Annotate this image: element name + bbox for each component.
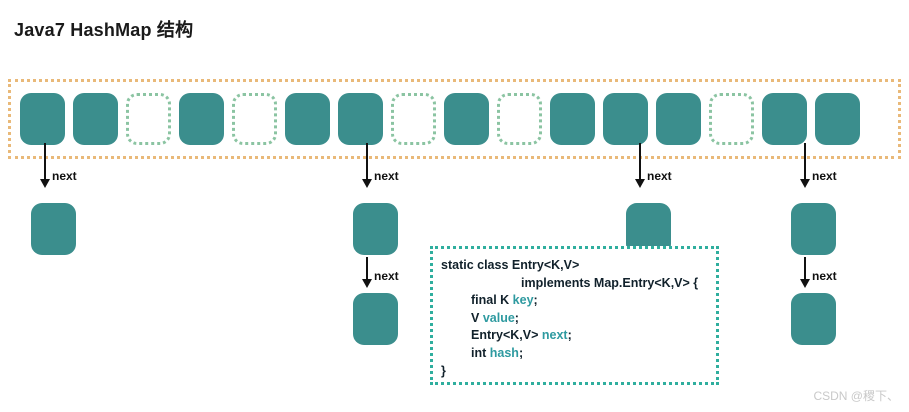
chain-3-next-link-1: next — [791, 255, 837, 293]
chain-3-entry-node-1 — [791, 293, 836, 345]
bucket-cell-2 — [126, 93, 171, 145]
chain-3: next next — [791, 143, 837, 345]
code-line-3: V value; — [441, 310, 710, 328]
arrow-down-icon — [40, 179, 50, 188]
bucket-cell-6 — [338, 93, 383, 145]
code-line-0: static class Entry<K,V> — [441, 257, 710, 275]
bucket-cell-11 — [603, 93, 648, 145]
code-identifier: value — [482, 310, 515, 325]
code-line-2: final K key; — [441, 292, 710, 310]
code-text: final K — [471, 293, 513, 308]
chain-0-next-link-0: next — [31, 143, 77, 203]
code-text: ; — [514, 310, 519, 325]
chain-1-next-link-1: next — [353, 255, 399, 293]
chain-1-next-link-0: next — [353, 143, 399, 203]
next-pointer-label: next — [52, 169, 77, 183]
next-pointer-label: next — [812, 169, 837, 183]
page-title: Java7 HashMap 结构 — [14, 20, 194, 40]
bucket-cell-0 — [20, 93, 65, 145]
chain-0-entry-node-0 — [31, 203, 76, 255]
bucket-cell-5 — [285, 93, 330, 145]
entry-class-code-box: static class Entry<K,V> implements Map.En… — [430, 246, 719, 385]
chain-3-entry-node-0 — [791, 203, 836, 255]
code-text: Entry<K,V> — [471, 328, 542, 343]
chain-3-next-link-0: next — [791, 143, 837, 203]
next-pointer-label: next — [647, 169, 672, 183]
arrow-down-icon — [800, 179, 810, 188]
code-text: ; — [518, 345, 524, 360]
next-pointer-label: next — [374, 269, 399, 283]
code-line-4: Entry<K,V> next; — [441, 327, 710, 345]
arrow-down-icon — [635, 179, 645, 188]
code-identifier: next — [541, 328, 568, 343]
arrow-down-icon — [362, 279, 372, 288]
hashmap-bucket-array — [8, 79, 901, 159]
chain-0: next — [31, 143, 77, 255]
chain-2: next — [626, 143, 672, 255]
bucket-cell-3 — [179, 93, 224, 145]
code-text: V — [471, 310, 483, 325]
chain-2-next-link-0: next — [626, 143, 672, 203]
bucket-cell-9 — [497, 93, 542, 145]
code-text: ; — [533, 293, 538, 308]
bucket-cell-13 — [709, 93, 754, 145]
code-line-5: int hash; — [441, 345, 710, 363]
code-line-6: } — [441, 363, 710, 381]
bucket-cell-14 — [762, 93, 807, 145]
chain-1-entry-node-0 — [353, 203, 398, 255]
code-line-1: implements Map.Entry<K,V> { — [441, 275, 710, 293]
bucket-cell-4 — [232, 93, 277, 145]
arrow-down-icon — [362, 179, 372, 188]
arrow-line-icon — [804, 143, 806, 181]
bucket-cell-8 — [444, 93, 489, 145]
arrow-line-icon — [639, 143, 641, 181]
bucket-cell-7 — [391, 93, 436, 145]
bucket-cell-12 — [656, 93, 701, 145]
code-identifier: key — [512, 293, 534, 308]
code-text: ; — [567, 328, 572, 343]
arrow-line-icon — [804, 257, 806, 283]
chain-1: next next — [353, 143, 399, 345]
code-identifier: hash — [489, 345, 519, 360]
bucket-cell-10 — [550, 93, 595, 145]
arrow-line-icon — [366, 257, 368, 283]
bucket-cell-15 — [815, 93, 860, 145]
arrow-line-icon — [44, 143, 46, 181]
code-text: } — [441, 363, 446, 378]
arrow-line-icon — [366, 143, 368, 181]
code-text: static class Entry<K,V> — [441, 258, 580, 272]
watermark: CSDN @稷下、 — [813, 389, 899, 403]
chain-1-entry-node-1 — [353, 293, 398, 345]
code-text: implements Map.Entry<K,V> { — [521, 275, 699, 290]
code-text: int — [471, 345, 490, 360]
arrow-down-icon — [800, 279, 810, 288]
next-pointer-label: next — [812, 269, 837, 283]
next-pointer-label: next — [374, 169, 399, 183]
bucket-cell-1 — [73, 93, 118, 145]
